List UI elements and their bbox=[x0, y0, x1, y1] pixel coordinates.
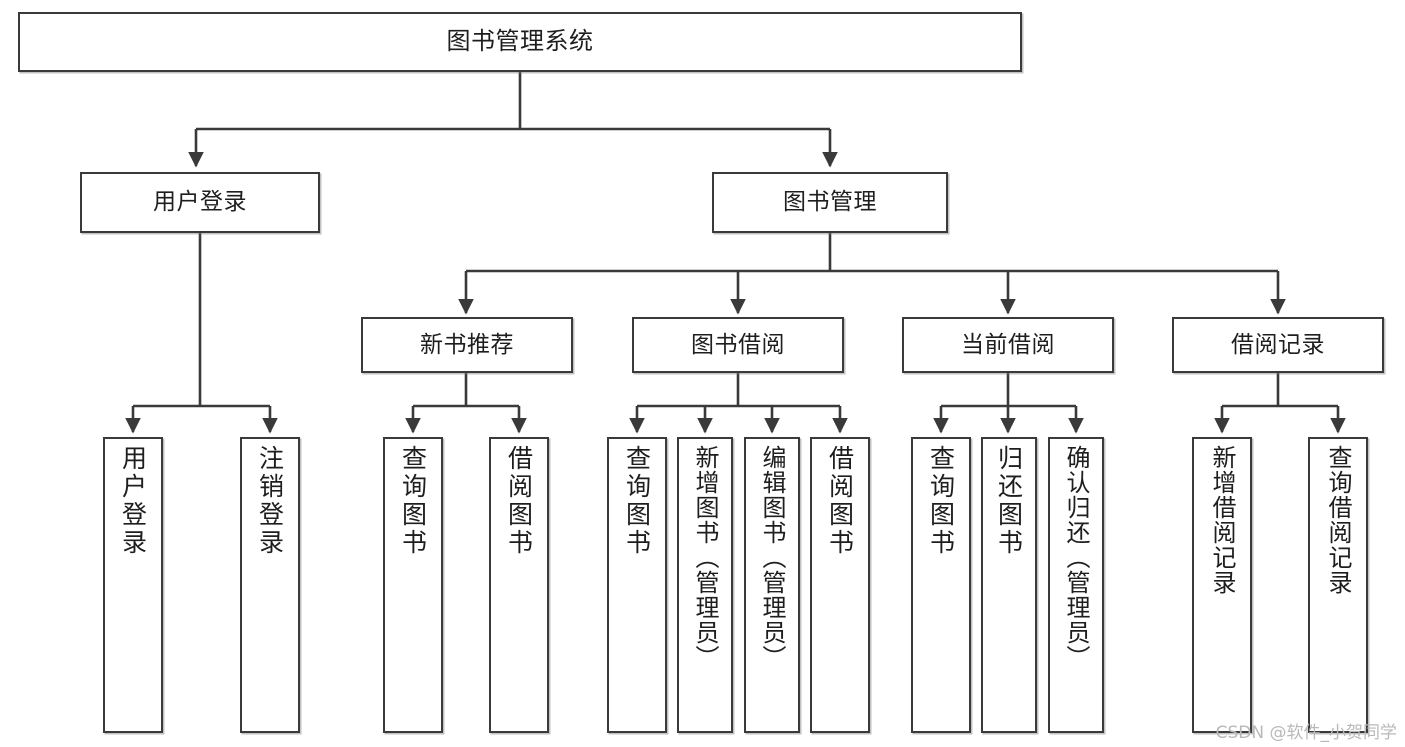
node-label: 用户登录 bbox=[118, 445, 148, 557]
leaf-borrowrecord-add-record[interactable]: 新增借阅记录 bbox=[1192, 437, 1252, 733]
node-label: 新书推荐 bbox=[420, 331, 514, 358]
node-label: 新增借阅记录 bbox=[1208, 445, 1236, 595]
node-label: 注销登录 bbox=[255, 445, 285, 557]
leaf-logout[interactable]: 注销登录 bbox=[240, 437, 300, 733]
node-label: 当前借阅 bbox=[961, 331, 1055, 358]
leaf-newbook-borrow-book[interactable]: 借阅图书 bbox=[489, 437, 549, 733]
node-label: 查询图书 bbox=[622, 445, 652, 557]
node-label: 图书管理 bbox=[783, 189, 877, 216]
node-label: 查询借阅记录 bbox=[1324, 445, 1352, 595]
node-label: 图书借阅 bbox=[691, 331, 785, 358]
node-label: 借阅图书 bbox=[504, 445, 534, 557]
node-label: 用户登录 bbox=[153, 189, 247, 216]
node-current-borrow[interactable]: 当前借阅 bbox=[902, 317, 1114, 373]
node-user-login[interactable]: 用户登录 bbox=[80, 172, 320, 233]
node-label: 确认归还（管理员） bbox=[1062, 445, 1090, 670]
leaf-bookborrow-borrow-book[interactable]: 借阅图书 bbox=[810, 437, 870, 733]
node-book-management[interactable]: 图书管理 bbox=[712, 172, 948, 233]
leaf-borrowrecord-query-record[interactable]: 查询借阅记录 bbox=[1308, 437, 1368, 733]
leaf-currentborrow-query-book[interactable]: 查询图书 bbox=[911, 437, 971, 733]
leaf-user-login[interactable]: 用户登录 bbox=[103, 437, 163, 733]
node-root-book-management-system[interactable]: 图书管理系统 bbox=[18, 12, 1022, 72]
leaf-currentborrow-return-book[interactable]: 归还图书 bbox=[981, 437, 1037, 733]
node-label: 图书管理系统 bbox=[446, 27, 594, 56]
node-borrow-record[interactable]: 借阅记录 bbox=[1172, 317, 1384, 373]
node-label: 归还图书 bbox=[994, 445, 1024, 557]
node-label: 查询图书 bbox=[398, 445, 428, 557]
node-label: 编辑图书（管理员） bbox=[758, 445, 786, 670]
node-label: 新增图书（管理员） bbox=[691, 445, 719, 670]
node-label: 借阅记录 bbox=[1231, 331, 1325, 358]
leaf-currentborrow-confirm-return-admin[interactable]: 确认归还（管理员） bbox=[1048, 437, 1104, 733]
node-book-borrow[interactable]: 图书借阅 bbox=[632, 317, 844, 373]
node-label: 查询图书 bbox=[926, 445, 956, 557]
leaf-bookborrow-add-book-admin[interactable]: 新增图书（管理员） bbox=[677, 437, 733, 733]
node-new-book-recommend[interactable]: 新书推荐 bbox=[361, 317, 573, 373]
leaf-bookborrow-query-book[interactable]: 查询图书 bbox=[607, 437, 667, 733]
csdn-watermark: CSDN @软件_小贺同学 bbox=[1215, 723, 1397, 743]
leaf-newbook-query-book[interactable]: 查询图书 bbox=[383, 437, 443, 733]
leaf-bookborrow-edit-book-admin[interactable]: 编辑图书（管理员） bbox=[744, 437, 800, 733]
node-label: 借阅图书 bbox=[825, 445, 855, 557]
